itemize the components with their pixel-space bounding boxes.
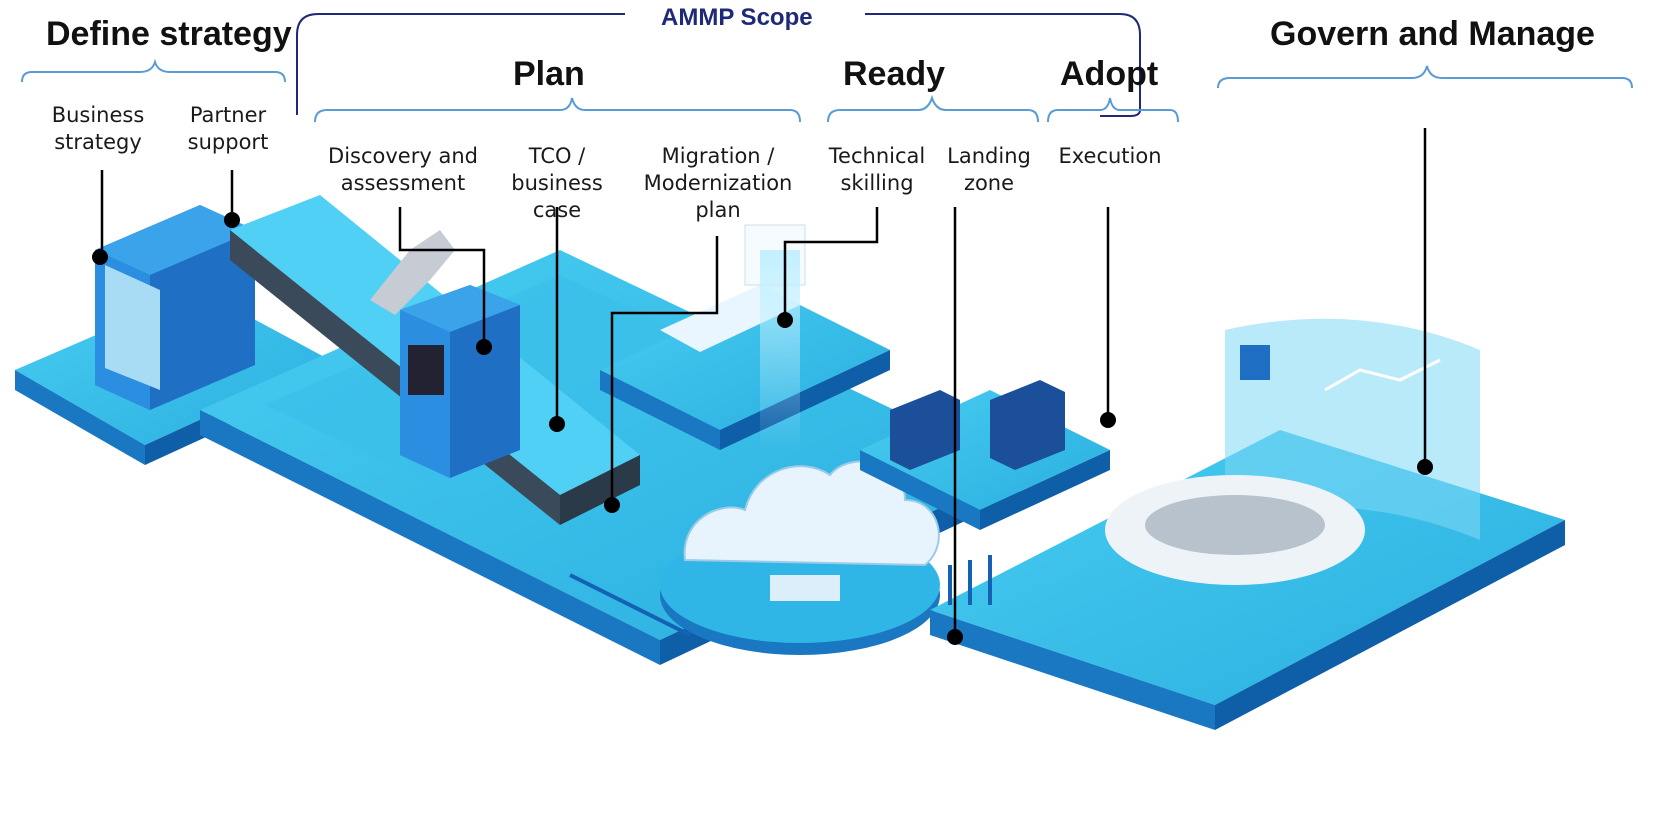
marker-landing-zone [947, 629, 963, 645]
step-tco: TCO / business case [511, 144, 603, 222]
marker-tco [549, 416, 565, 432]
marker-govern [1417, 459, 1433, 475]
marker-migration-plan [604, 497, 620, 513]
bracket-plan [314, 97, 801, 123]
circuit-traces [569, 555, 992, 637]
step-migration-plan: Migration / Modernization plan [643, 144, 793, 222]
phase-adopt: Adopt [1060, 55, 1159, 93]
step-execution: Execution [1058, 144, 1162, 168]
step-business-strategy: Business strategy [51, 103, 145, 154]
phase-plan: Plan [513, 55, 585, 93]
step-discovery: Discovery and assessment [328, 144, 478, 195]
bracket-govern [1217, 65, 1633, 89]
marker-partner-support [224, 212, 240, 228]
marker-discovery [476, 339, 492, 355]
marker-execution [1100, 412, 1116, 428]
bracket-ready [827, 94, 1039, 123]
phase-ready: Ready [843, 55, 946, 93]
phase-define-strategy: Define strategy [46, 15, 292, 53]
ammp-scope-frame [296, 13, 1141, 117]
bracket-define-strategy [21, 58, 286, 83]
cloud-landing-zone [660, 250, 940, 655]
platform-govern [930, 318, 1565, 730]
step-partner-support: Partner support [187, 103, 269, 154]
marker-business-strategy [92, 249, 108, 265]
step-landing-zone: Landing zone [947, 144, 1031, 195]
platform-adopt [860, 380, 1110, 530]
step-technical-skilling: Technical skilling [828, 144, 926, 195]
phase-govern-manage: Govern and Manage [1270, 15, 1595, 53]
bracket-adopt [1047, 97, 1179, 123]
ammp-scope-label: AMMP Scope [661, 4, 813, 31]
marker-technical-skilling [777, 312, 793, 328]
